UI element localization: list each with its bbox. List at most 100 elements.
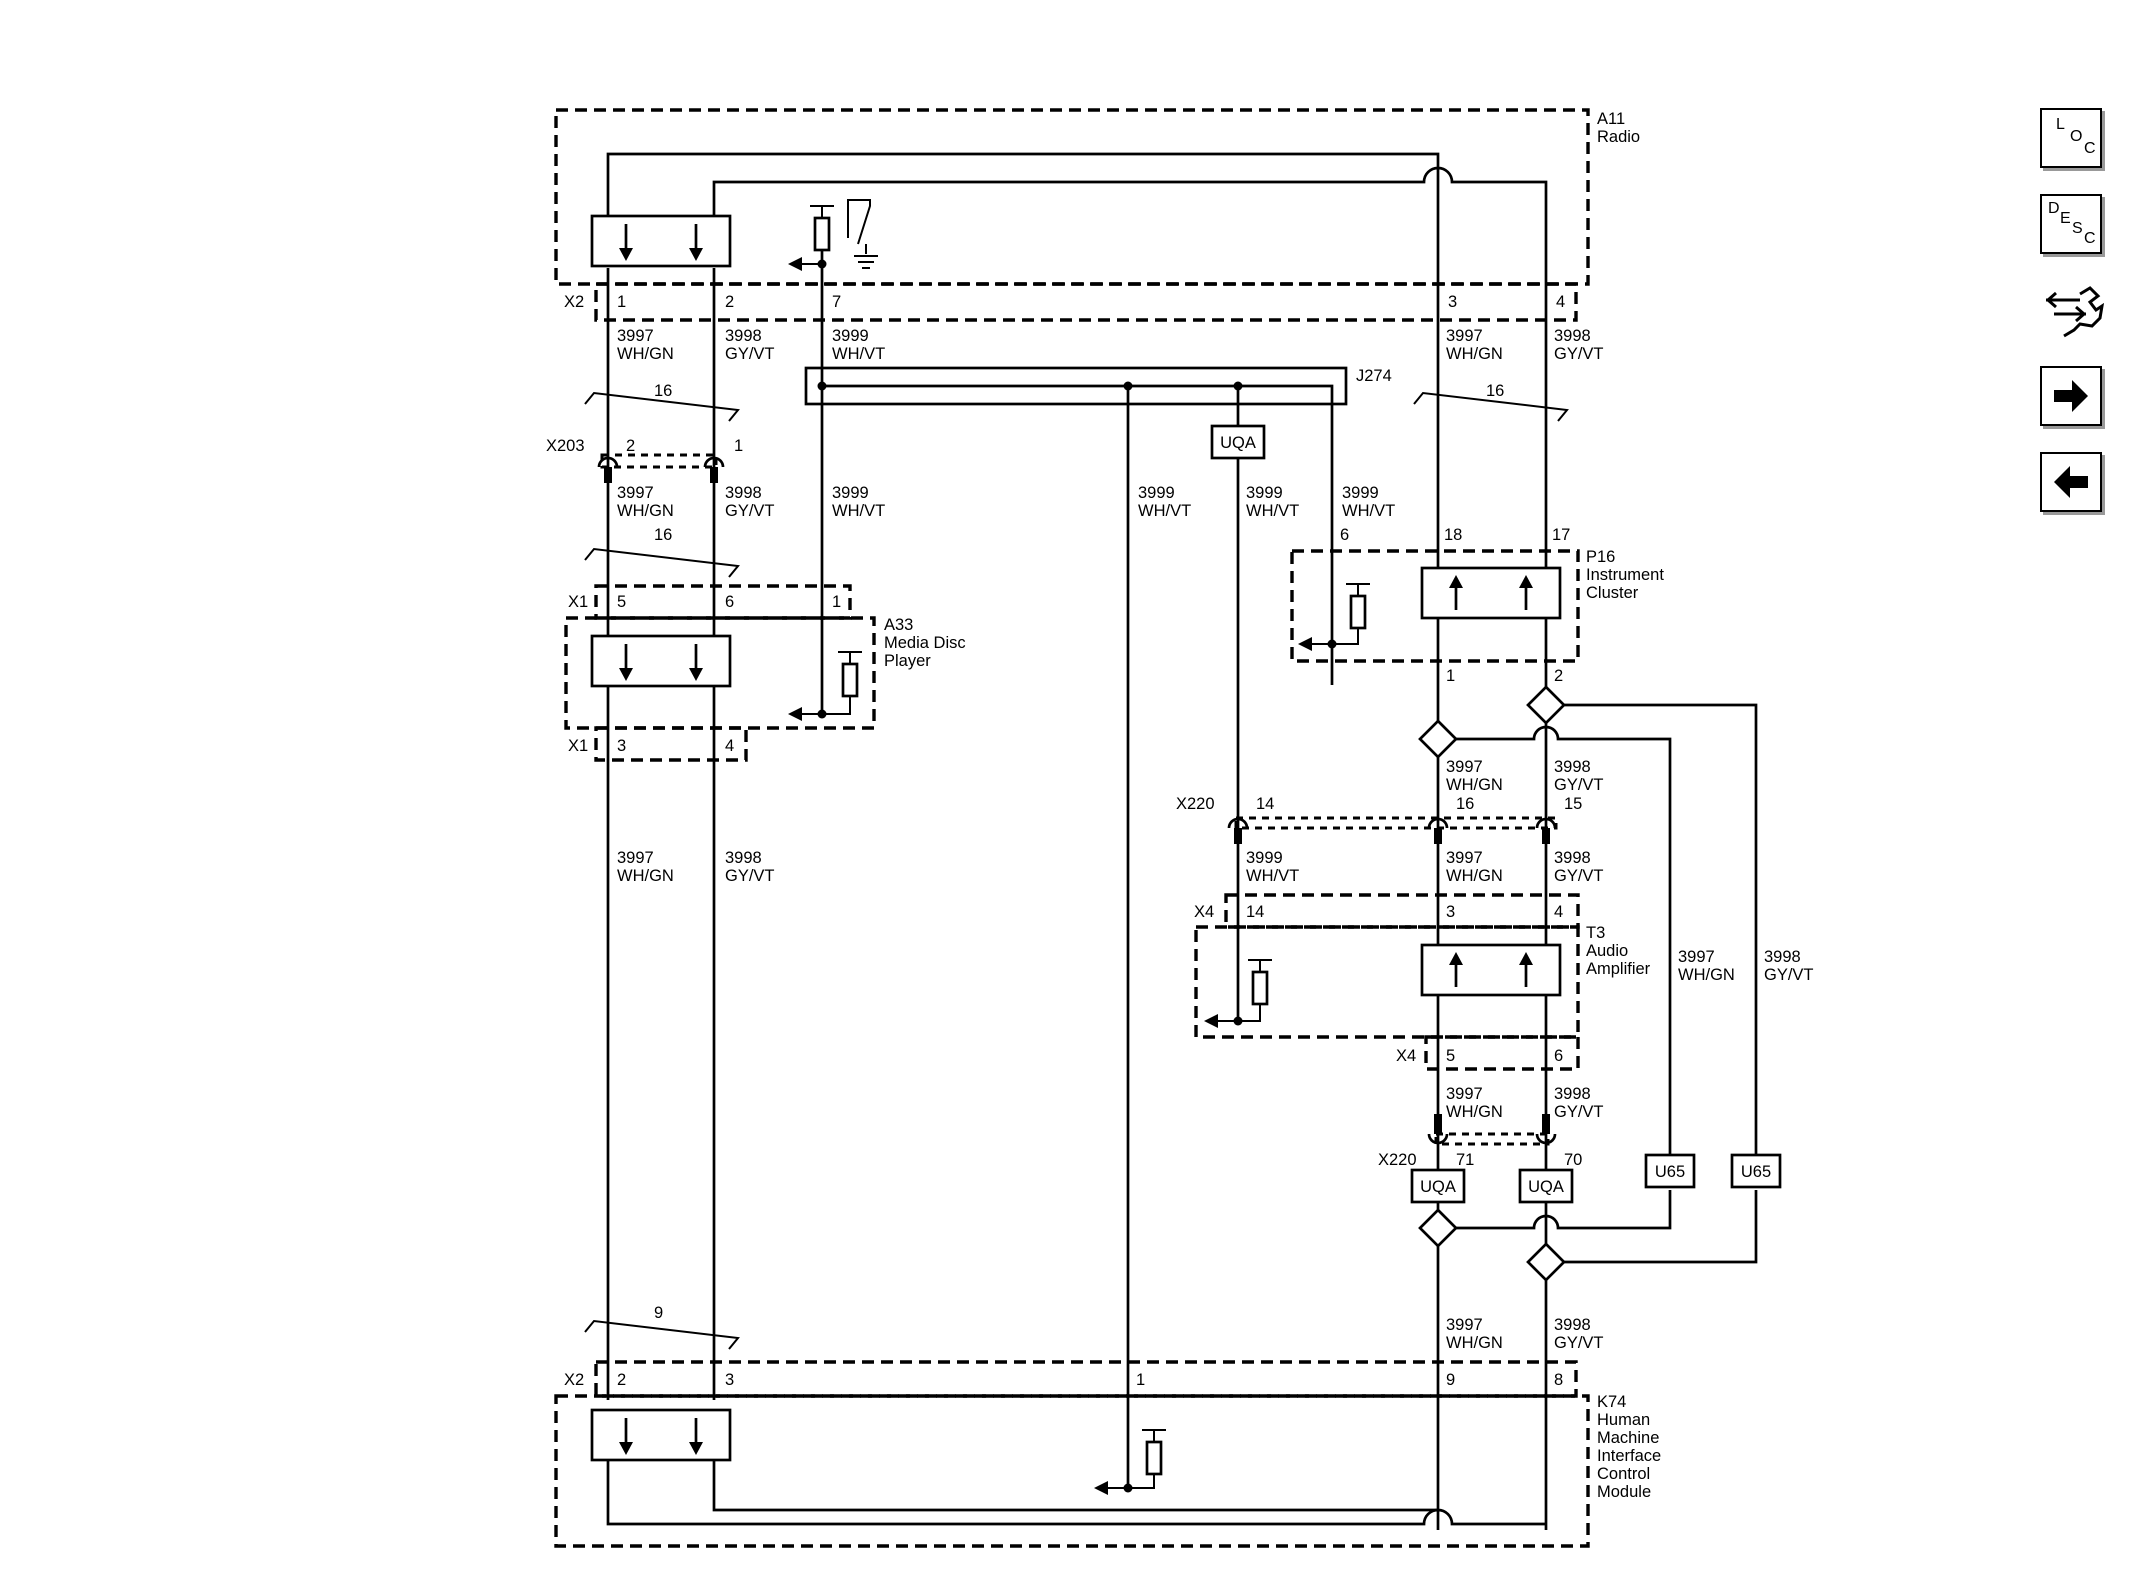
location-button[interactable]: L O C — [2040, 108, 2102, 168]
next-page-button[interactable] — [2040, 366, 2102, 426]
tag-u65: U65 — [1741, 1163, 1771, 1181]
pin-number: 70 — [1564, 1151, 1582, 1169]
circuit-number: 3999 — [1246, 484, 1283, 502]
description-letter: E — [2060, 210, 2071, 227]
a33-transceiver — [590, 634, 732, 688]
wire-color: GY/VT — [725, 345, 775, 363]
x2-top-connector-outline — [594, 282, 1578, 322]
description-letter: D — [2048, 200, 2060, 217]
pin-number: 1 — [734, 437, 743, 455]
pin-number: 3 — [1448, 293, 1457, 311]
circuit-number: 3998 — [1554, 849, 1591, 867]
tag-u65: U65 — [1655, 1163, 1685, 1181]
module-code-t3: T3 — [1586, 924, 1605, 942]
circuit-number: 3998 — [725, 484, 762, 502]
module-name-radio: Radio — [1597, 128, 1640, 146]
pin-number: 3 — [1446, 903, 1455, 921]
t3-transceiver — [1420, 943, 1562, 997]
a33-termination — [788, 651, 862, 721]
circuit-number: 3997 — [1446, 1085, 1483, 1103]
k74-transceiver — [590, 1408, 732, 1462]
circuit-number: 3999 — [832, 327, 869, 345]
wire-color: GY/VT — [725, 502, 775, 520]
splice-diamond — [1526, 1242, 1566, 1282]
module-code-p16: P16 — [1586, 548, 1615, 566]
pin-number: 17 — [1552, 526, 1570, 544]
tag-uqa: UQA — [1420, 1178, 1456, 1196]
tag-boxes — [1210, 424, 1782, 1204]
wire-color: GY/VT — [1554, 1334, 1604, 1352]
circuit-number: 3997 — [1446, 849, 1483, 867]
k74-hmi-control-module-outline — [554, 1394, 1590, 1548]
pin-number: 1 — [832, 593, 841, 611]
connector-label-x2: X2 — [564, 1371, 584, 1389]
module-name-k74-4: Control — [1597, 1465, 1650, 1483]
module-code-k74: K74 — [1597, 1393, 1626, 1411]
wire-color: WH/GN — [617, 502, 674, 520]
connector-label-x220: X220 — [1176, 795, 1215, 813]
wire-color: WH/VT — [1342, 502, 1395, 520]
x1-a33-top-outline — [594, 584, 852, 620]
module-name-a33-1: Media Disc — [884, 634, 966, 652]
module-name-t3-1: Audio — [1586, 942, 1628, 960]
inline-connector-symbols — [597, 456, 1557, 1145]
circuit-number: 3998 — [725, 849, 762, 867]
wire-color: GY/VT — [1554, 345, 1604, 363]
circuit-number: 3997 — [617, 484, 654, 502]
tag-uqa: UQA — [1220, 434, 1256, 452]
arrow-right-icon — [2054, 380, 2088, 412]
circuit-number: 3999 — [1246, 849, 1283, 867]
x4-t3-top-outline — [1224, 893, 1580, 929]
pin-number: 14 — [1246, 903, 1264, 921]
circuit-number: 3998 — [1554, 1085, 1591, 1103]
pin-number: 1 — [1446, 667, 1455, 685]
x4-t3-bottom-outline — [1424, 1035, 1580, 1071]
module-name-k74-5: Module — [1597, 1483, 1651, 1501]
description-button[interactable]: D E S C — [2040, 194, 2102, 254]
previous-page-button[interactable] — [2040, 452, 2102, 512]
wire-color: WH/GN — [1446, 1103, 1503, 1121]
pin-number: 2 — [1554, 667, 1563, 685]
wire-color: WH/VT — [1246, 502, 1299, 520]
twisted-pair-markers — [584, 391, 1569, 1350]
x203-connector-outline — [600, 453, 718, 469]
wire-color: WH/VT — [1138, 502, 1191, 520]
wire-color: WH/GN — [1446, 1334, 1503, 1352]
splice-diamond — [1418, 1208, 1458, 1248]
pin-number: 6 — [1340, 526, 1349, 544]
twist-label: 16 — [654, 382, 672, 400]
connector-label-x1: X1 — [568, 737, 588, 755]
arrow-left-icon — [2054, 466, 2088, 498]
module-code-a33: A33 — [884, 616, 913, 634]
pin-number: 7 — [832, 293, 841, 311]
wires — [606, 152, 1758, 1530]
circuit-number: 3998 — [1554, 758, 1591, 776]
twist-label: 16 — [654, 526, 672, 544]
circuit-number: 3997 — [1446, 1316, 1483, 1334]
repair-procedure-button[interactable] — [2040, 280, 2105, 340]
module-name-k74-3: Interface — [1597, 1447, 1661, 1465]
pin-number: 5 — [617, 593, 626, 611]
wire-color: WH/VT — [1246, 867, 1299, 885]
pin-number: 5 — [1446, 1047, 1455, 1065]
module-name-p16-1: Instrument — [1586, 566, 1664, 584]
circuit-number: 3998 — [1764, 948, 1801, 966]
pin-number: 4 — [1554, 903, 1563, 921]
circuit-number: 3999 — [1138, 484, 1175, 502]
description-letter: S — [2072, 220, 2083, 237]
pin-number: 14 — [1256, 795, 1274, 813]
circuit-number: 3997 — [1678, 948, 1715, 966]
radio-termination — [788, 199, 878, 271]
pin-number: 18 — [1444, 526, 1462, 544]
circuit-number: 3998 — [725, 327, 762, 345]
k74-termination — [1094, 1429, 1166, 1495]
pin-number: 2 — [617, 1371, 626, 1389]
wire-color: WH/GN — [1678, 966, 1735, 984]
connector-label-x1: X1 — [568, 593, 588, 611]
x2-k74-top-outline — [594, 1360, 1578, 1398]
pin-number: 3 — [617, 737, 626, 755]
circuit-number: 3997 — [1446, 758, 1483, 776]
t3-termination — [1204, 959, 1272, 1028]
p16-instrument-cluster-outline — [1290, 549, 1580, 663]
